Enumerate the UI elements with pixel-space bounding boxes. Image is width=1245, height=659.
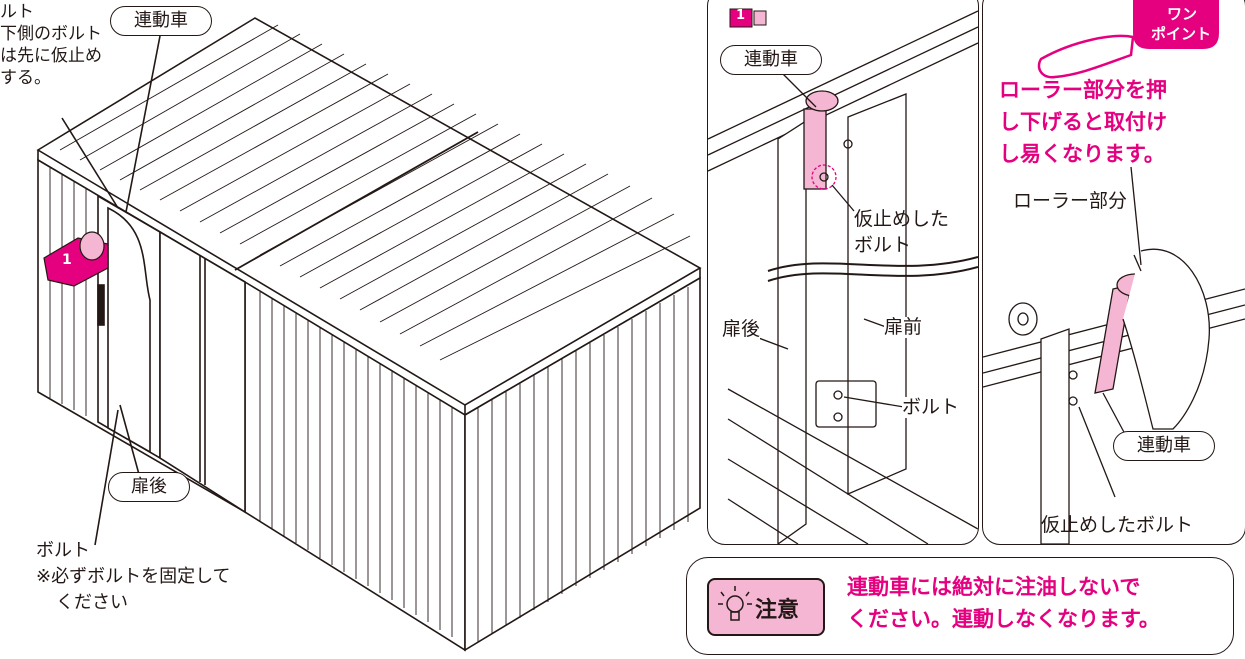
bolt-label-left: ボルト: [36, 540, 90, 561]
label-kari-middle-2: ボルト: [854, 234, 912, 256]
caution-line-2: ください。連動しなくなります。: [847, 607, 1160, 631]
step-tag-number: 1: [62, 252, 72, 268]
lightbulb-icon: [718, 586, 752, 621]
label-rendo-middle: 連動車: [720, 45, 822, 75]
left-note-line-2: 下側のボルト: [0, 24, 102, 44]
tip-line-3: し易くなります。: [999, 142, 1165, 166]
label-rendo-left: 連動車: [110, 6, 212, 36]
right-detail-drawing: [983, 0, 1245, 544]
one-point-badge-shape: [1133, 0, 1219, 49]
one-point-badge-line1: ワン: [1166, 5, 1197, 23]
detail-panel-right: ワン ポイント ローラー部分を押 し下げると取付け し易くなります。 ローラー部…: [982, 0, 1245, 545]
label-tobiramae-middle: 扉前: [884, 316, 923, 338]
one-point-badge-line2: ポイント: [1150, 25, 1211, 43]
middle-detail-drawing: [708, 8, 978, 544]
label-rendo-right: 連動車: [1113, 431, 1215, 461]
shed-illustration: ルト 下側のボルト は先に仮止め する。 連動車 扉後 1 ボルト ※必ずボルト…: [0, 2, 702, 652]
caution-label: 注意: [755, 598, 800, 623]
roof-ribs: [59, 24, 691, 361]
tip-line-1: ローラー部分を押: [999, 78, 1167, 102]
left-note-line-1: ルト: [0, 2, 34, 22]
pointing-hand-icon: [1037, 34, 1135, 79]
label-tobiraushiro-left: 扉後: [108, 472, 190, 502]
step-number-middle: 1: [736, 8, 746, 23]
caution-line-1: 連動車には絶対に注油しないで: [847, 575, 1141, 599]
bolt-note-line-2: ください: [56, 592, 128, 613]
rear-door: [107, 206, 151, 454]
label-kari-middle-1: 仮止めした: [854, 208, 950, 230]
wall-ribs: [49, 168, 689, 642]
detail-panel-middle: 1 連動車 仮止めした ボルト 扉後 扉前 ボルト: [707, 0, 979, 545]
step-tag-shape: [43, 231, 109, 287]
tip-line-2: し下げると取付け: [999, 110, 1167, 134]
label-roller: ローラー部分: [1013, 190, 1128, 212]
bolt-note-line-1: ※必ずボルトを固定して: [36, 566, 231, 587]
left-note-line-3: は先に仮止め: [0, 46, 102, 66]
label-kari-right: 仮止めしたボルト: [1041, 514, 1194, 536]
label-tobiraushiro-middle: 扉後: [722, 318, 761, 340]
shed-drawing: [36, 17, 702, 652]
front-door: [159, 230, 246, 514]
caution-badge: 注意: [707, 578, 825, 636]
label-bolt-middle: ボルト: [902, 396, 960, 418]
left-note-line-4: する。: [0, 68, 51, 88]
step-tag-small: [729, 8, 767, 28]
caution-box: 注意 連動車には絶対に注油しないで ください。連動しなくなります。: [686, 557, 1234, 655]
